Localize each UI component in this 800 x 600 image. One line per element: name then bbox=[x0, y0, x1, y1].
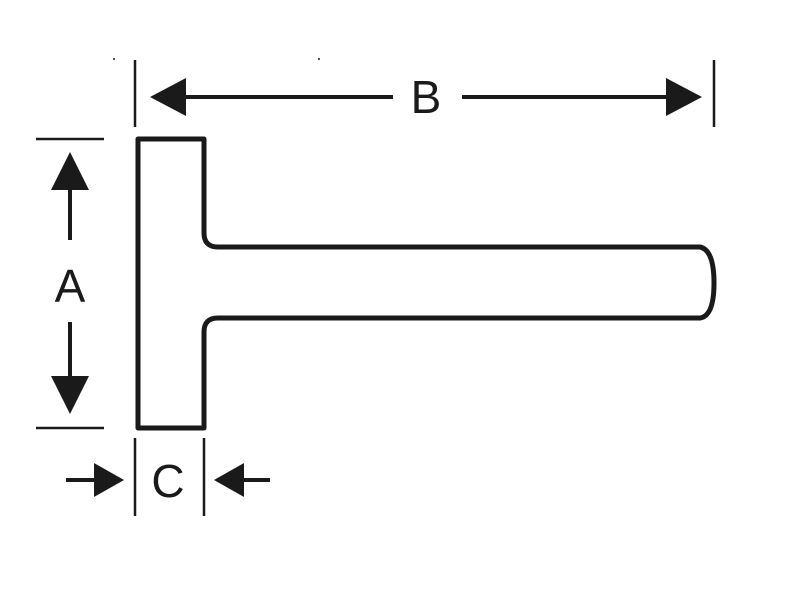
dimension-c: C bbox=[66, 438, 270, 516]
stray-mark bbox=[318, 58, 320, 60]
arrowhead-c-right bbox=[214, 463, 244, 497]
dimension-label-c: C bbox=[151, 455, 184, 507]
dimension-a: A bbox=[36, 137, 104, 430]
dimension-label-a: A bbox=[55, 260, 86, 312]
arrowhead-b-right bbox=[666, 78, 702, 116]
dimension-label-b: B bbox=[411, 71, 442, 123]
dimension-b: B bbox=[133, 60, 716, 127]
arrowhead-a-top bbox=[51, 152, 89, 190]
stray-mark bbox=[113, 58, 115, 60]
t-bar-outline bbox=[135, 136, 717, 431]
arrowhead-a-bottom bbox=[51, 376, 89, 414]
t-bar-shape bbox=[135, 136, 717, 431]
arrowhead-b-left bbox=[150, 78, 186, 116]
arrowhead-c-left bbox=[94, 463, 124, 497]
